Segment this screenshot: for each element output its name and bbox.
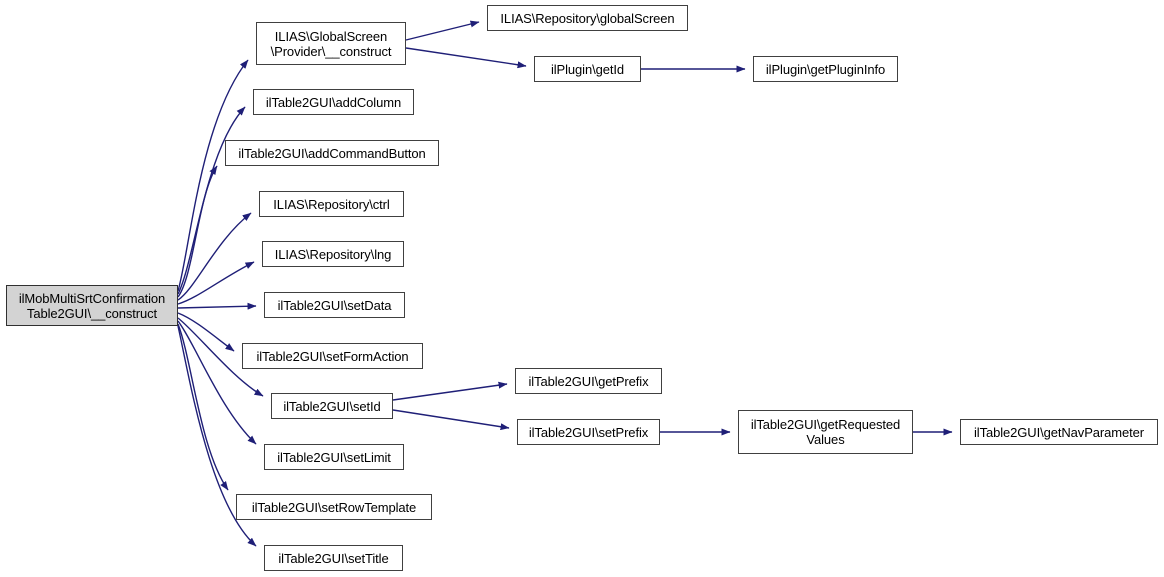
node-iltable2gui-addcolumn[interactable]: ilTable2GUI\addColumn — [253, 89, 414, 115]
edge-setid-to-getprefix — [392, 381, 508, 401]
node-iltable2gui-setid[interactable]: ilTable2GUI\setId — [271, 393, 393, 419]
edge-root-to-setlimit — [177, 320, 257, 445]
edge-root-to-globalscreen_provider_construct — [177, 59, 249, 292]
node-ilias-globalscreen-provider-construct-label: ILIAS\GlobalScreen \Provider\__construct — [270, 28, 392, 59]
node-ilias-repository-ctrl[interactable]: ILIAS\Repository\ctrl — [259, 191, 404, 217]
node-ilplugin-getplugininfo-label: ilPlugin\getPluginInfo — [765, 61, 886, 77]
node-iltable2gui-setrowtemplate-label: ilTable2GUI\setRowTemplate — [251, 499, 417, 515]
edge-root-to-repository_ctrl — [177, 212, 252, 301]
node-iltable2gui-setprefix-label: ilTable2GUI\setPrefix — [528, 424, 649, 440]
node-ilias-repository-ctrl-label: ILIAS\Repository\ctrl — [273, 196, 390, 212]
node-iltable2gui-settitle-label: ilTable2GUI\setTitle — [278, 550, 389, 566]
node-ilias-repository-lng[interactable]: ILIAS\Repository\lng — [262, 241, 404, 267]
node-ilplugin-getid-label: ilPlugin\getId — [550, 61, 625, 77]
node-iltable2gui-setdata[interactable]: ilTable2GUI\setData — [264, 292, 405, 318]
node-iltable2gui-setdata-label: ilTable2GUI\setData — [277, 297, 392, 313]
node-iltable2gui-getprefix[interactable]: ilTable2GUI\getPrefix — [515, 368, 662, 394]
node-ilias-globalscreen-provider-construct[interactable]: ILIAS\GlobalScreen \Provider\__construct — [256, 22, 406, 65]
node-iltable2gui-setid-label: ilTable2GUI\setId — [283, 398, 381, 414]
node-ilias-repository-globalscreen[interactable]: ILIAS\Repository\globalScreen — [487, 5, 688, 31]
node-iltable2gui-settitle[interactable]: ilTable2GUI\setTitle — [264, 545, 403, 571]
edge-globalscreen_provider_construct-to-repository_globalscreen — [405, 20, 480, 41]
node-ilmobmultisrtconfirmationtable2gui-construct[interactable]: ilMobMultiSrtConfirmation Table2GUI\__co… — [6, 285, 178, 326]
node-iltable2gui-setformaction[interactable]: ilTable2GUI\setFormAction — [242, 343, 423, 369]
node-iltable2gui-getnavparameter[interactable]: ilTable2GUI\getNavParameter — [960, 419, 1158, 445]
edge-root-to-setdata — [177, 302, 257, 310]
node-ilplugin-getplugininfo[interactable]: ilPlugin\getPluginInfo — [753, 56, 898, 82]
edge-root-to-addcommandbutton — [177, 165, 218, 298]
node-iltable2gui-setformaction-label: ilTable2GUI\setFormAction — [256, 348, 409, 364]
node-iltable2gui-setlimit[interactable]: ilTable2GUI\setLimit — [264, 444, 404, 470]
edge-globalscreen_provider_construct-to-ilplugin_getid — [405, 47, 527, 69]
node-iltable2gui-getnavparameter-label: ilTable2GUI\getNavParameter — [974, 424, 1144, 440]
node-iltable2gui-addcommandbutton[interactable]: ilTable2GUI\addCommandButton — [225, 140, 439, 166]
node-iltable2gui-setrowtemplate[interactable]: ilTable2GUI\setRowTemplate — [236, 494, 432, 520]
node-iltable2gui-getprefix-label: ilTable2GUI\getPrefix — [528, 373, 649, 389]
edge-root-to-repository_lng — [177, 261, 255, 305]
node-iltable2gui-setlimit-label: ilTable2GUI\setLimit — [277, 449, 391, 465]
node-ilmobmultisrtconfirmationtable2gui-construct-label: ilMobMultiSrtConfirmation Table2GUI\__co… — [18, 290, 166, 321]
edge-root-to-setformaction — [177, 312, 235, 352]
edge-root-to-addcolumn — [177, 106, 246, 295]
node-ilplugin-getid[interactable]: ilPlugin\getId — [534, 56, 641, 82]
node-iltable2gui-getrequestedvalues-label: ilTable2GUI\getRequested Values — [750, 417, 901, 447]
edge-root-to-setrowtemplate — [177, 323, 229, 491]
node-ilias-repository-lng-label: ILIAS\Repository\lng — [274, 246, 392, 262]
node-iltable2gui-addcolumn-label: ilTable2GUI\addColumn — [265, 94, 402, 110]
edge-setid-to-setprefix — [392, 409, 510, 431]
node-iltable2gui-setprefix[interactable]: ilTable2GUI\setPrefix — [517, 419, 660, 445]
node-ilias-repository-globalscreen-label: ILIAS\Repository\globalScreen — [500, 10, 675, 26]
node-iltable2gui-addcommandbutton-label: ilTable2GUI\addCommandButton — [238, 145, 426, 161]
node-iltable2gui-getrequestedvalues[interactable]: ilTable2GUI\getRequested Values — [738, 410, 913, 454]
